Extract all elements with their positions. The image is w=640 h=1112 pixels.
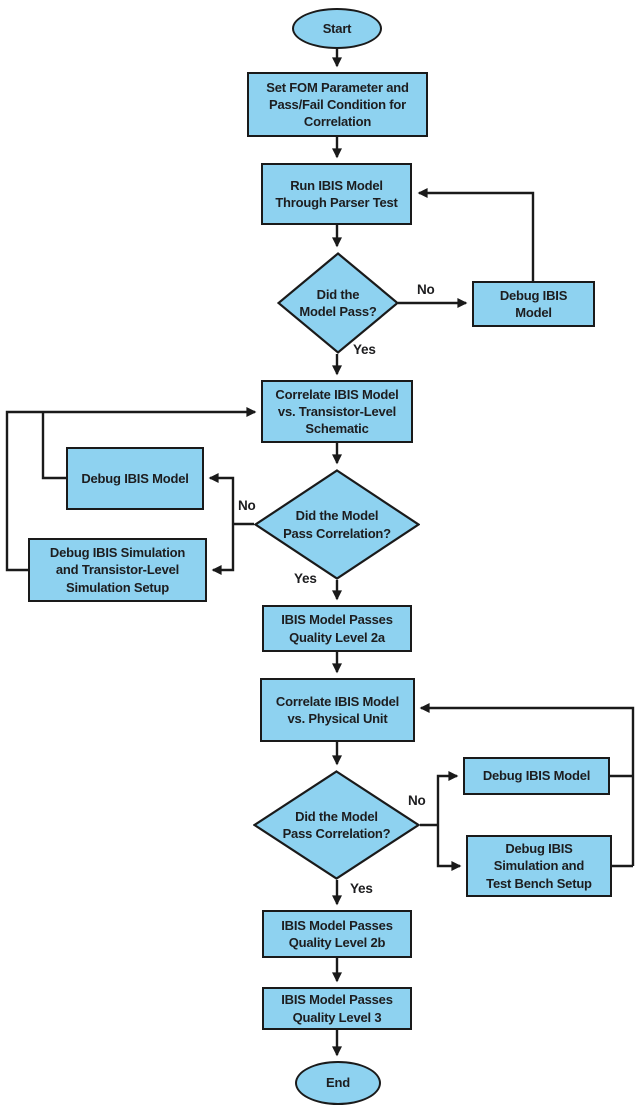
debug-ibis-right-label: Debug IBIS Model bbox=[482, 768, 591, 784]
end-terminator: End bbox=[295, 1061, 381, 1105]
edge-label-yes-corr-pu: Yes bbox=[350, 881, 373, 896]
decision-pass-correlation-pu-label: Did the Model Pass Correlation? bbox=[282, 808, 391, 841]
edge-debugsimtl-feedback bbox=[5, 407, 257, 572]
edge-feedback-to-correlatepu bbox=[419, 703, 635, 866]
run-parser-label: Run IBIS Model Through Parser Test bbox=[275, 177, 398, 210]
decision-pass-correlation-tl-label: Did the Model Pass Correlation? bbox=[283, 508, 391, 541]
diamond-shape bbox=[253, 770, 420, 880]
passes-2a-label: IBIS Model Passes Quality Level 2a bbox=[281, 612, 393, 645]
decision-model-pass: Did the Model Pass? bbox=[277, 252, 399, 354]
debug-ibis-simulation-tb-box: Debug IBIS Simulation and Test Bench Set… bbox=[466, 835, 612, 897]
edge-label-yes-corr-tl: Yes bbox=[294, 571, 317, 586]
debug-ibis-model-left-box: Debug IBIS Model bbox=[66, 447, 204, 510]
passes-quality-2b-box: IBIS Model Passes Quality Level 2b bbox=[262, 910, 412, 958]
end-label: End bbox=[326, 1075, 350, 1091]
passes-quality-3-box: IBIS Model Passes Quality Level 3 bbox=[262, 987, 412, 1030]
debug-ibis-simulation-tl-box: Debug IBIS Simulation and Transistor-Lev… bbox=[28, 538, 207, 602]
run-parser-test-box: Run IBIS Model Through Parser Test bbox=[261, 163, 412, 225]
passes-quality-2a-box: IBIS Model Passes Quality Level 2a bbox=[262, 605, 412, 652]
debug-ibis-top-label: Debug IBIS Model bbox=[499, 287, 568, 320]
decision-pass-correlation-pu: Did the Model Pass Correlation? bbox=[253, 770, 420, 880]
set-fom-parameter-box: Set FOM Parameter and Pass/Fail Conditio… bbox=[247, 72, 428, 137]
edge-no-to-debugsimtl bbox=[211, 524, 235, 575]
edge-label-no-parser: No bbox=[417, 282, 435, 297]
correlate-pu-label: Correlate IBIS Model vs. Physical Unit bbox=[275, 693, 400, 726]
edge-no-to-debugright bbox=[436, 771, 459, 825]
correlate-transistor-level-box: Correlate IBIS Model vs. Transistor-Leve… bbox=[261, 380, 413, 443]
decision-pass-correlation-tl: Did the Model Pass Correlation? bbox=[254, 469, 420, 580]
edge-debugleft-feedback bbox=[41, 412, 66, 480]
diamond-shape bbox=[254, 469, 420, 580]
edge-label-no-corr-tl: No bbox=[238, 498, 256, 513]
debug-ibis-left-label: Debug IBIS Model bbox=[81, 470, 189, 486]
start-label: Start bbox=[322, 20, 352, 36]
diamond-shape bbox=[277, 252, 399, 354]
correlate-physical-unit-box: Correlate IBIS Model vs. Physical Unit bbox=[260, 678, 415, 742]
debug-sim-tb-label: Debug IBIS Simulation and Test Bench Set… bbox=[486, 841, 592, 891]
edge-no-to-debugsimtb bbox=[436, 825, 462, 871]
debug-ibis-model-top-box: Debug IBIS Model bbox=[472, 281, 595, 327]
debug-ibis-model-right-box: Debug IBIS Model bbox=[463, 757, 610, 795]
debug-sim-tl-label: Debug IBIS Simulation and Transistor-Lev… bbox=[49, 545, 186, 595]
edge-no-to-debugleft bbox=[208, 473, 235, 524]
passes-3-label: IBIS Model Passes Quality Level 3 bbox=[281, 992, 393, 1025]
start-terminator: Start bbox=[292, 8, 382, 49]
set-fom-label: Set FOM Parameter and Pass/Fail Conditio… bbox=[266, 79, 409, 130]
edge-debugtop-feedback bbox=[417, 188, 535, 281]
edge-label-yes-parser: Yes bbox=[353, 342, 376, 357]
edge-label-no-corr-pu: No bbox=[408, 793, 426, 808]
correlate-tl-label: Correlate IBIS Model vs. Transistor-Leve… bbox=[275, 386, 399, 437]
passes-2b-label: IBIS Model Passes Quality Level 2b bbox=[281, 917, 393, 950]
decision-model-pass-label: Did the Model Pass? bbox=[299, 286, 377, 319]
